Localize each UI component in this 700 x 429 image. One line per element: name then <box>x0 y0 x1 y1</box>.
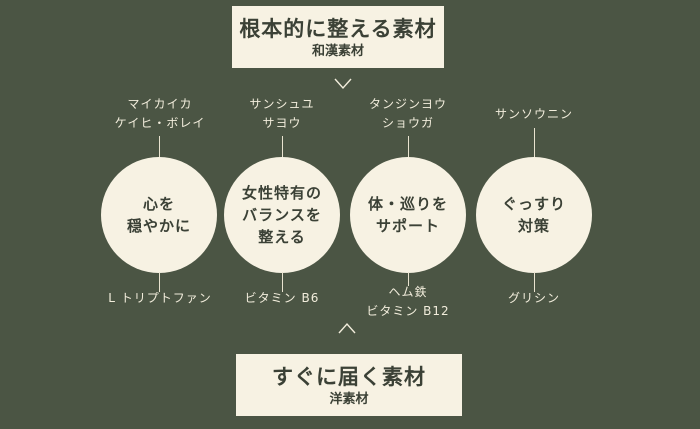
chevron-up-icon <box>337 321 357 335</box>
top-labels-3: タンジンヨウ ショウガ <box>338 95 478 133</box>
circle-text: バランスを <box>242 206 322 224</box>
bottom-title: すぐに届く素材 <box>272 365 426 389</box>
top-label: サンソウニン <box>494 107 573 121</box>
connector-line <box>408 136 409 158</box>
connector-line <box>159 136 160 158</box>
bottom-label: ビタミン B12 <box>366 304 450 318</box>
top-label: マイカイカ <box>127 97 193 111</box>
top-labels-4: サンソウニン <box>464 105 604 124</box>
connector-line <box>159 272 160 292</box>
top-title: 根本的に整える素材 <box>239 17 437 41</box>
top-subtitle: 和漢素材 <box>311 44 364 59</box>
connector-line <box>534 272 535 292</box>
top-label: ケイヒ・ボレイ <box>114 116 206 130</box>
top-label: サヨウ <box>262 116 302 130</box>
benefit-circle-3: 体・巡りを サポート <box>350 157 466 273</box>
bottom-labels-4: グリシン <box>464 289 604 308</box>
top-label: タンジンヨウ <box>368 97 447 111</box>
bottom-subtitle: 洋素材 <box>329 392 369 407</box>
bottom-labels-3: ヘム鉄 ビタミン B12 <box>338 283 478 321</box>
circle-text: 整える <box>258 228 306 246</box>
circle-text: 体・巡りを <box>367 195 448 213</box>
connector-line <box>282 136 283 158</box>
circle-text: 対策 <box>517 217 550 235</box>
top-title-box: 根本的に整える素材 和漢素材 <box>232 6 444 68</box>
connector-line <box>534 128 535 158</box>
benefit-circle-4: ぐっすり 対策 <box>476 157 592 273</box>
benefit-circle-2: 女性特有の バランスを 整える <box>224 157 340 273</box>
bottom-title-box: すぐに届く素材 洋素材 <box>236 354 462 416</box>
circle-text: サポート <box>375 217 440 235</box>
bottom-label: グリシン <box>507 291 560 305</box>
top-label: サンシュユ <box>249 97 315 111</box>
connector-line <box>282 272 283 292</box>
bottom-label: ヘム鉄 <box>388 285 428 299</box>
circle-text: ぐっすり <box>501 195 566 213</box>
circle-text: 心を <box>142 195 175 213</box>
top-label: ショウガ <box>381 116 434 130</box>
benefit-circle-1: 心を 穏やかに <box>101 157 217 273</box>
bottom-labels-1: L トリプトファン <box>90 289 230 308</box>
bottom-label: ビタミン B6 <box>244 291 320 305</box>
top-labels-1: マイカイカ ケイヒ・ボレイ <box>90 95 230 133</box>
connector-line <box>408 272 409 286</box>
circle-text: 穏やかに <box>126 217 191 235</box>
bottom-label: L トリプトファン <box>108 291 212 305</box>
circle-text: 女性特有の <box>241 184 322 202</box>
bottom-labels-2: ビタミン B6 <box>212 289 352 308</box>
chevron-down-icon <box>333 77 353 91</box>
top-labels-2: サンシュユ サヨウ <box>212 95 352 133</box>
